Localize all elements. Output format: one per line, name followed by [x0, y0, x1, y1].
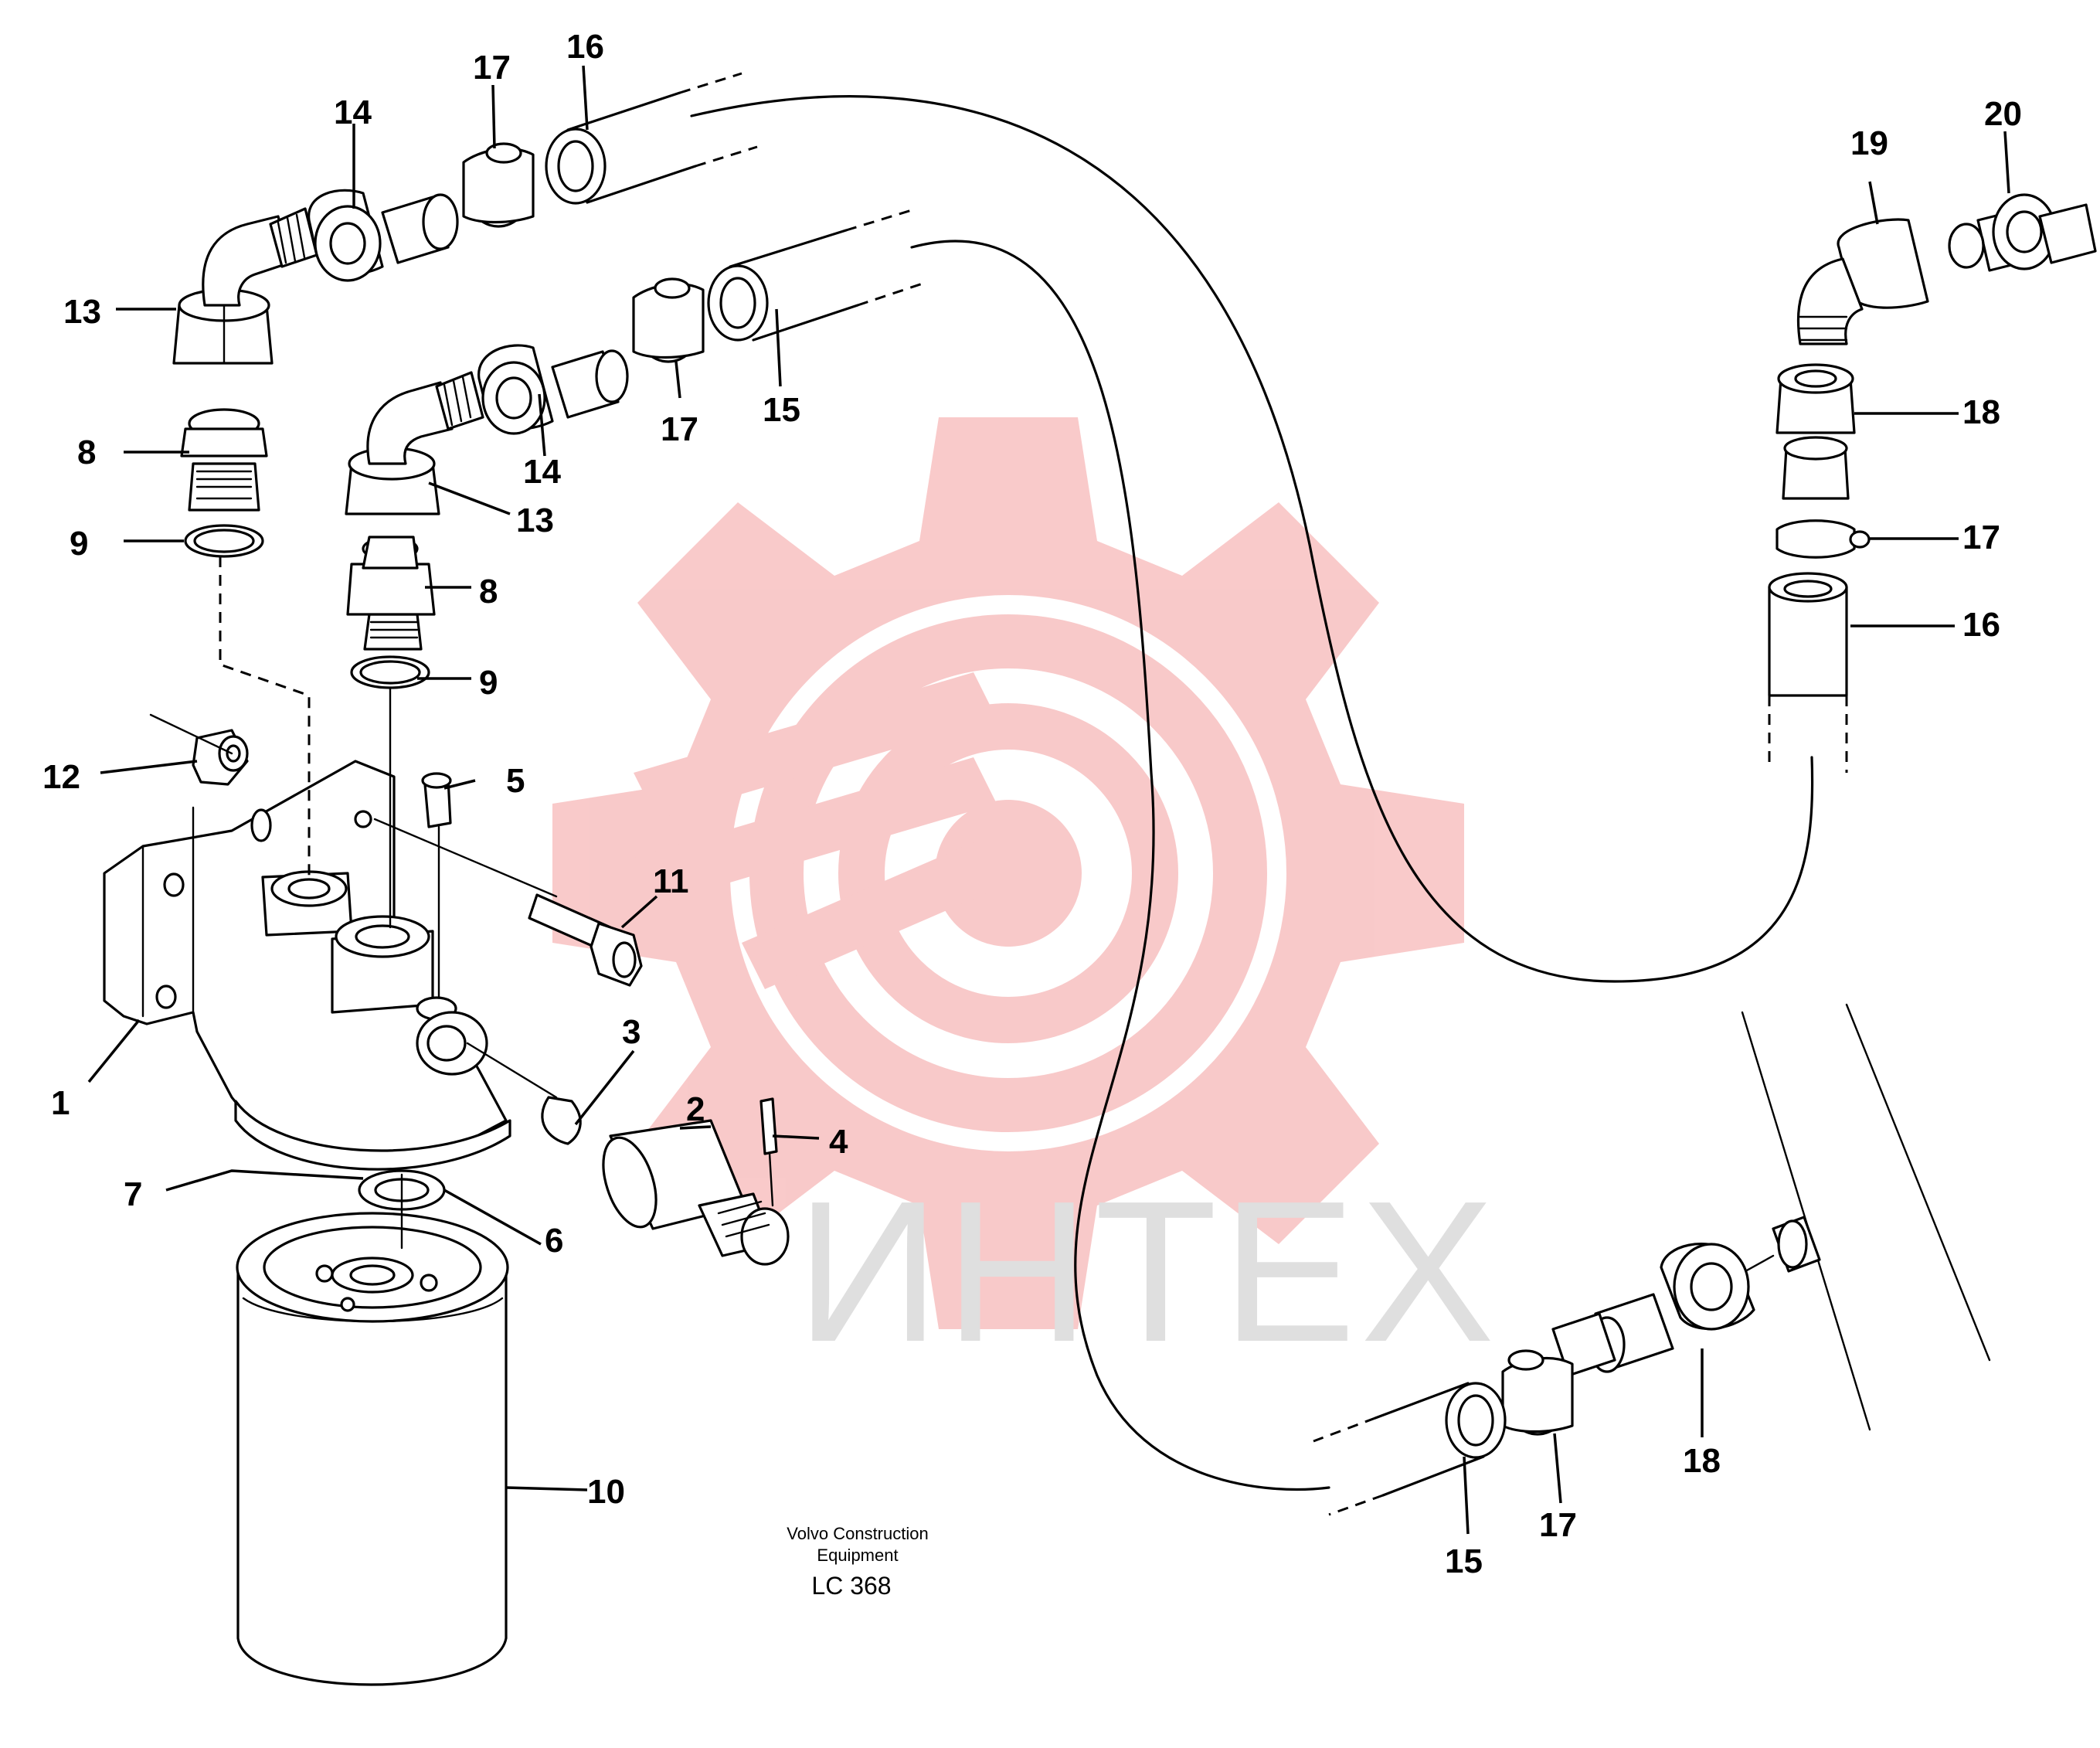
callout-16-top: 16 — [566, 28, 604, 66]
callout-4: 4 — [829, 1123, 848, 1161]
callout-9-middle: 9 — [479, 664, 498, 702]
bolt-11 — [373, 818, 643, 987]
hose-clamp-17-middle — [632, 277, 705, 363]
right-lower-fitting-stack — [1313, 1216, 1821, 1516]
callout-9-left: 9 — [70, 525, 88, 563]
callout-2: 2 — [686, 1090, 705, 1128]
watermark-gear-logo: ИНТЕХ — [552, 417, 1499, 1384]
callout-1: 1 — [51, 1084, 70, 1122]
callout-18-right: 18 — [1962, 393, 2000, 431]
hose-clamp-17-top — [462, 142, 535, 228]
left-fitting-stack — [172, 189, 459, 877]
watermark-text: ИНТЕХ — [796, 1160, 1499, 1384]
callout-13-left: 13 — [63, 293, 101, 331]
caption-diagram-code: LC 368 — [811, 1572, 891, 1600]
callout-20: 20 — [1984, 95, 2022, 133]
filter-head-bracket — [103, 760, 511, 1171]
callout-7: 7 — [124, 1175, 142, 1213]
callout-labels: 1 2 3 4 5 6 7 8 8 9 9 10 11 12 13 13 14 … — [42, 28, 2022, 1580]
callout-18-lower: 18 — [1683, 1442, 1721, 1480]
hose-lines — [690, 95, 1991, 1491]
callout-15-lower: 15 — [1445, 1542, 1483, 1580]
callout-10: 10 — [587, 1473, 625, 1511]
caption-manufacturer-line2: Equipment — [817, 1546, 898, 1565]
callout-14-top: 14 — [334, 94, 372, 131]
callout-17-middle: 17 — [661, 410, 698, 448]
callout-8-middle: 8 — [479, 573, 498, 610]
callout-19: 19 — [1850, 124, 1888, 162]
callout-12: 12 — [42, 758, 80, 796]
caption-manufacturer: Volvo Construction — [787, 1524, 928, 1543]
hose-end-16-top — [545, 72, 758, 205]
callout-15-middle: 15 — [763, 391, 800, 429]
caption-block: Volvo Construction Equipment LC 368 — [787, 1524, 928, 1600]
callout-3: 3 — [622, 1013, 641, 1051]
callout-11: 11 — [653, 862, 689, 900]
callout-13-middle: 13 — [516, 502, 554, 539]
screw-5 — [421, 772, 452, 998]
callout-17-lower: 17 — [1539, 1506, 1577, 1544]
callout-5: 5 — [506, 762, 525, 800]
nut-12 — [149, 713, 249, 786]
right-upper-fitting-stack — [1768, 193, 2097, 773]
callout-14-middle: 14 — [523, 453, 561, 491]
callout-6: 6 — [545, 1222, 563, 1260]
hose-end-15-middle — [707, 209, 928, 342]
oil-filter-cartridge — [236, 1212, 509, 1686]
callout-8-left: 8 — [77, 434, 96, 471]
valve-plunger-2 — [466, 1042, 790, 1266]
callout-16-right: 16 — [1962, 606, 2000, 644]
callout-17-top: 17 — [473, 49, 511, 87]
leader-lines — [87, 65, 2010, 1535]
callout-17-right: 17 — [1962, 519, 2000, 556]
middle-fitting-stack — [345, 344, 629, 929]
